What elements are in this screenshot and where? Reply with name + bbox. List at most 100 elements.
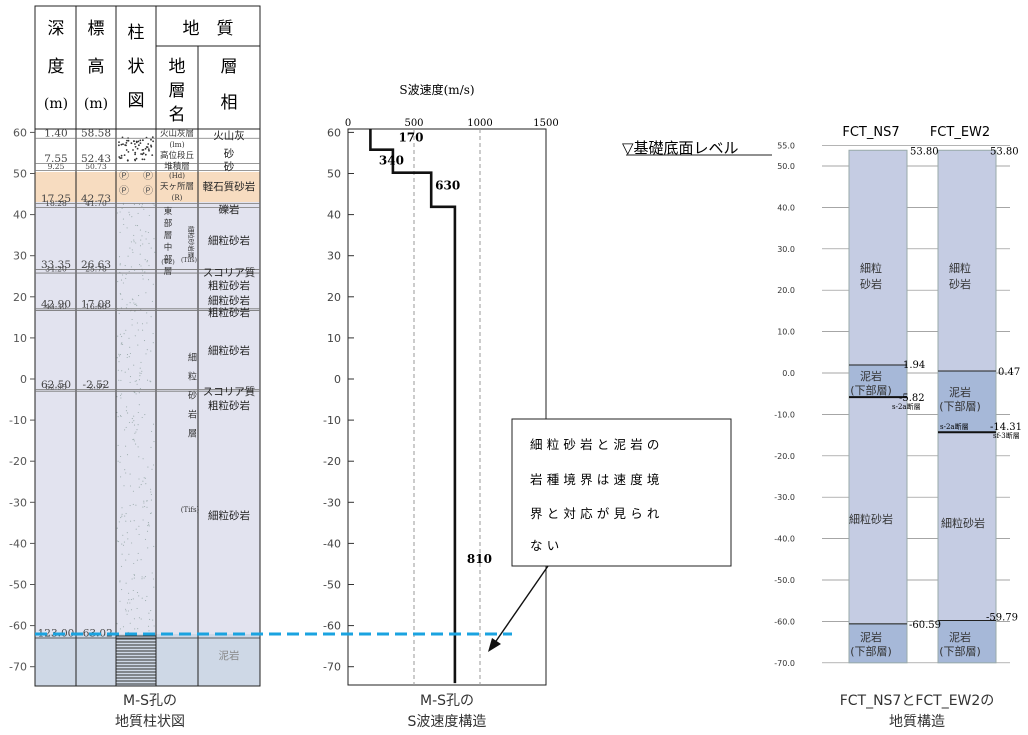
fct-ytick-8: -20.0 [774,452,795,461]
log-dot [137,345,138,346]
formation-terrace: 高位段丘 [160,150,195,161]
log-dot [133,598,134,599]
formation-tifs-lower: 細粒砂岩層 [186,351,197,447]
log-dot [137,322,138,323]
pumice-symbol-1: Ⓟ [119,170,129,182]
log-dot [134,628,135,629]
header-elev-3: (m) [84,96,108,112]
log-dot [138,456,139,457]
log-dot [118,370,119,371]
boundary-depth-4: 18.28 [45,199,67,208]
log-dot [148,265,149,266]
log-dot [120,334,121,335]
log-dot-dense [135,146,137,148]
log-dot [128,599,129,600]
log-dot-dense [134,154,136,156]
velocity-ytick-7: -10 [323,414,341,427]
log-dot [140,368,141,369]
facies-coarse-sandstone-2: 粗粒砂岩 [208,306,250,319]
log-dot [139,534,140,535]
facies-fine-sandstone-1: 細粒砂岩 [208,234,250,247]
log-dot [138,329,139,330]
log-dot [124,429,125,430]
log-dot [134,304,135,305]
log-dot [151,248,152,249]
velocity-ytick-0: 60 [327,126,341,139]
log-dot [134,520,135,521]
log-dot [147,380,148,381]
log-dot-dense [127,151,129,153]
log-dot [128,610,129,611]
log-dot [127,412,128,413]
column-caption-1: M-S孔の [123,693,177,709]
ns7-fault-label: s-2a断層 [892,402,921,411]
log-dot [120,263,121,264]
header-log-1: 柱 [128,23,145,43]
header-log-2: 状 [128,57,145,77]
velocity-plot-frame [348,129,546,685]
log-dot [133,439,134,440]
log-dot [126,304,127,305]
log-dot [133,302,134,303]
log-dot [118,461,119,462]
log-dot [120,476,121,477]
log-dot [135,335,136,336]
boundary-depth-6: 34.20 [45,265,67,274]
log-dot [141,484,142,485]
log-dot [137,384,138,385]
log-dot [142,576,143,577]
log-dot-dense [147,143,149,145]
log-dot [144,577,145,578]
log-dot [151,431,152,432]
log-dot [126,410,127,411]
log-dot [146,507,147,508]
log-dot [119,256,120,257]
log-dot [142,275,143,276]
velocity-value-labels: 170 340 630 810 [379,130,492,566]
formation-tengasho: 天ヶ所層 [160,181,194,192]
log-dot [117,336,118,337]
log-dot-dense [140,142,142,144]
log-dot [125,521,126,522]
log-dot [129,214,130,215]
ns7-sand-label-1: 細粒 [860,261,882,275]
log-dot [152,572,153,573]
log-dot [140,362,141,363]
log-dot [120,415,121,416]
log-dot-dense [142,153,144,155]
log-dot [138,446,139,447]
column-tick-2: 40 [13,209,27,222]
log-dot-dense [118,141,120,143]
formation-tifs-lower-code: (Tifs) [181,506,200,514]
log-dot [145,576,146,577]
log-dot [139,617,140,618]
log-dot [127,454,128,455]
log-dot [126,307,127,308]
log-dot [118,541,119,542]
boundary-depth-10: 62.95 [45,383,67,392]
log-dot [151,494,152,495]
facies-conglomerate: 礫岩 [219,203,240,216]
log-dot [143,209,144,210]
log-dot-dense [138,144,140,146]
log-dot [117,528,118,529]
ew2-boundary-1: 0.47 [998,367,1020,378]
callout-arrow-line [494,566,548,644]
log-dot [133,504,134,505]
ns7-sandstone-lower [849,397,907,624]
log-dot-dense [126,140,128,142]
log-dot [121,516,122,517]
log-dot [141,235,142,236]
log-dot [123,282,124,283]
fct-ytick-9: -30.0 [774,493,795,502]
log-dot [118,354,119,355]
velocity-ytick-6: 0 [334,373,341,386]
velocity-ytick-3: 30 [327,250,341,263]
log-dot-dense [124,154,126,156]
log-dot [141,578,142,579]
log-dot [133,416,134,417]
log-dot [123,219,124,220]
ew2-boundary-3: -59.79 [986,613,1018,624]
log-dot [123,545,124,546]
log-dot [119,355,120,356]
